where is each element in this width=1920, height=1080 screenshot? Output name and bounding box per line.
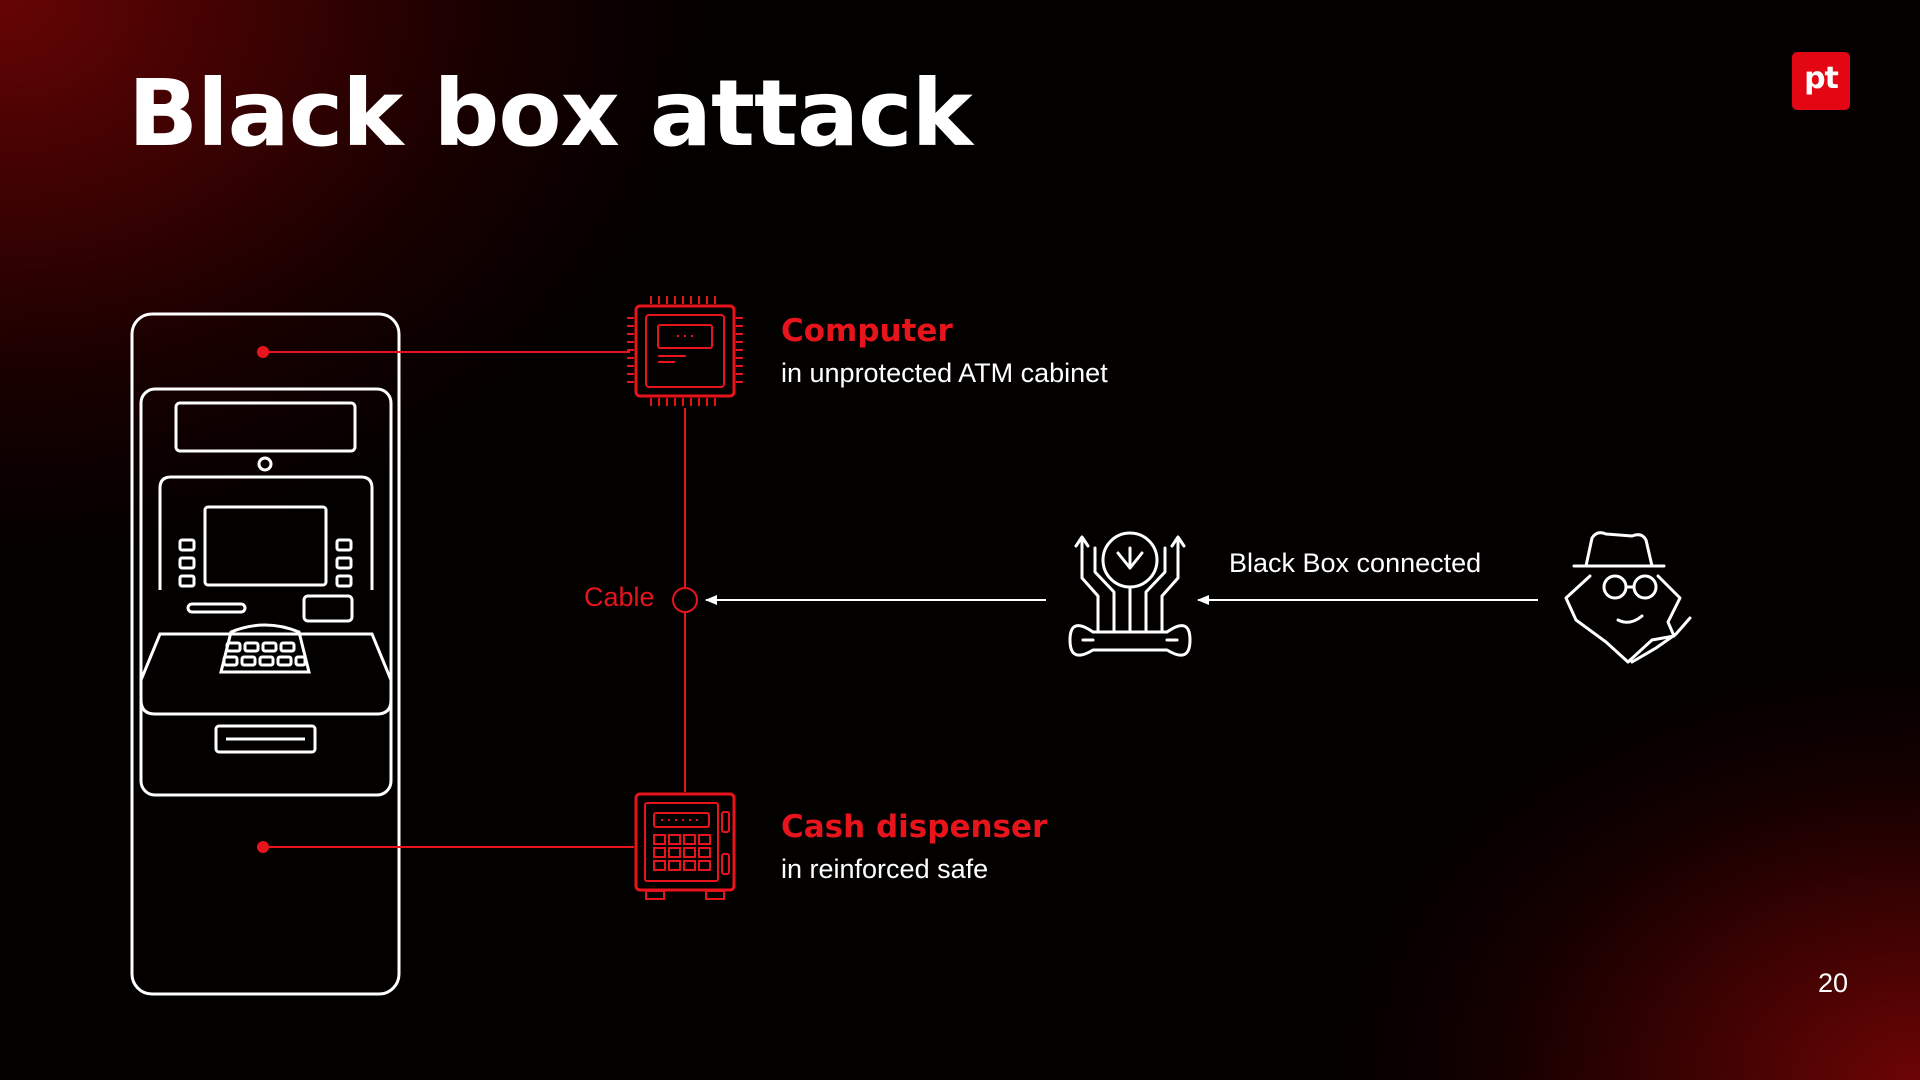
pt-logo: pt	[1792, 52, 1850, 110]
cable-junction	[672, 587, 698, 613]
cpu-chip-icon	[627, 296, 743, 406]
dispenser-anchor-dot	[257, 841, 269, 853]
cable-label: Cable	[584, 582, 655, 612]
connector-lines	[263, 351, 686, 848]
computer-subtitle: in unprotected ATM cabinet	[781, 358, 1108, 388]
cash-dispenser-title: Cash dispenser	[781, 809, 1048, 845]
atm-machine-icon	[130, 312, 401, 996]
cash-dispenser-subtitle: in reinforced safe	[781, 854, 989, 884]
spy-hacker-icon	[1564, 531, 1692, 664]
slide-title: Black box attack	[128, 60, 973, 167]
computer-title: Computer	[781, 313, 953, 349]
safe-icon	[634, 792, 736, 900]
black-box-tool-icon	[1068, 531, 1192, 657]
computer-anchor-dot	[257, 346, 269, 358]
black-box-label: Black Box connected	[1229, 548, 1482, 578]
page-number: 20	[1818, 968, 1849, 998]
